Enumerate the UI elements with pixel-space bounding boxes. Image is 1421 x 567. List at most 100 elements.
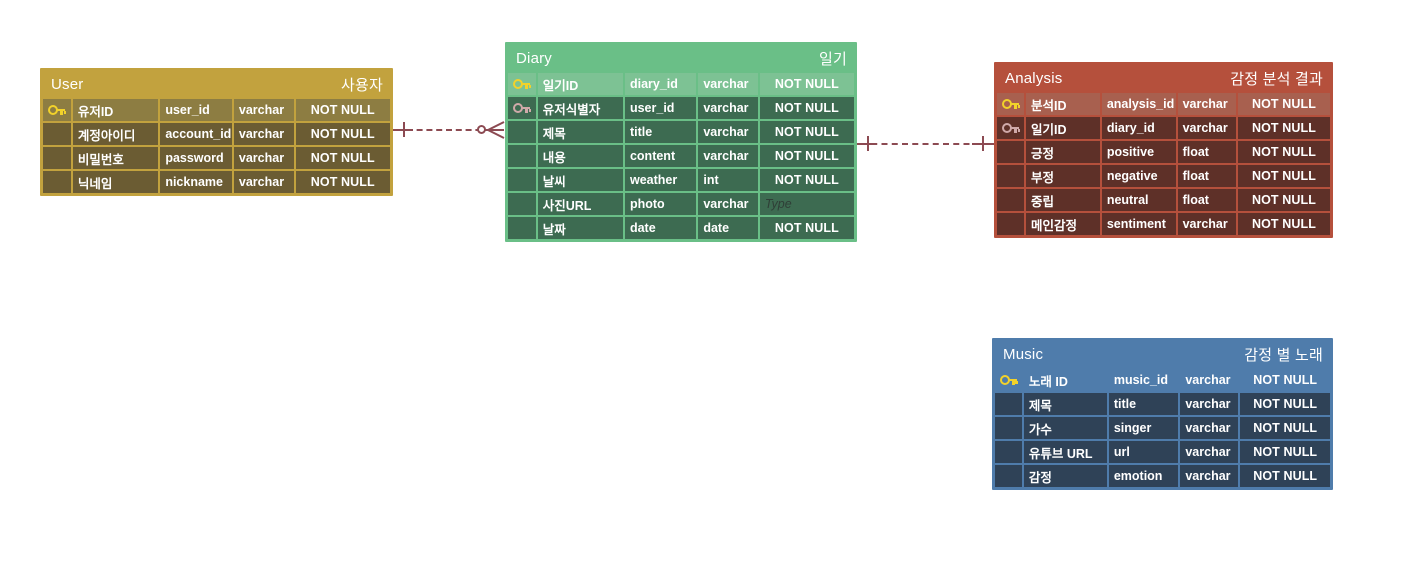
- attribute-key-cell: [997, 165, 1025, 187]
- attribute-data-type: varchar: [1180, 393, 1239, 415]
- attribute-data-type: date: [698, 217, 758, 239]
- entity-physical-name: User: [51, 75, 84, 93]
- attribute-key-cell: [508, 73, 536, 95]
- attribute-key-cell: [508, 193, 536, 215]
- attribute-logical-name: 유튜브 URL: [1023, 441, 1107, 463]
- attribute-physical-name: user_id: [160, 99, 232, 121]
- relationship-diary-analysis[interactable]: [857, 133, 994, 155]
- attribute-data-type: varchar: [1180, 369, 1239, 391]
- attribute-data-type: varchar: [698, 145, 758, 167]
- attribute-data-type: varchar: [233, 123, 294, 145]
- attribute-data-type: float: [1177, 141, 1236, 163]
- attribute-logical-name: 노래 ID: [1023, 369, 1107, 391]
- relationship-stub-left: [393, 129, 413, 131]
- entity-physical-name: Analysis: [1005, 69, 1063, 87]
- attribute-key-cell: [508, 145, 536, 167]
- attribute-physical-name: negative: [1101, 165, 1176, 187]
- attribute-nullable: NOT NULL: [1237, 117, 1331, 139]
- attribute-nullable: NOT NULL: [759, 97, 854, 119]
- attribute-key-cell: [508, 217, 536, 239]
- attribute-nullable: NOT NULL: [759, 121, 854, 143]
- attribute-data-type: varchar: [1177, 117, 1236, 139]
- attribute-logical-name: 부정: [1026, 165, 1100, 187]
- attribute-data-type: varchar: [1177, 93, 1236, 115]
- attribute-key-cell: [508, 169, 536, 191]
- attribute-physical-name: emotion: [1108, 465, 1179, 487]
- attribute-data-type: float: [1177, 165, 1236, 187]
- cardinality-one-marker-right: [982, 136, 984, 151]
- attribute-nullable: NOT NULL: [1240, 393, 1331, 415]
- attribute-key-cell: [43, 147, 71, 169]
- attribute-logical-name: 긍정: [1026, 141, 1100, 163]
- attribute-nullable: NOT NULL: [1237, 213, 1331, 235]
- attribute-logical-name: 일기ID: [537, 73, 623, 95]
- attribute-nullable: NOT NULL: [759, 169, 854, 191]
- attribute-physical-name: date: [624, 217, 697, 239]
- attribute-logical-name: 내용: [537, 145, 623, 167]
- attribute-physical-name: title: [624, 121, 697, 143]
- attribute-key-cell: [995, 441, 1022, 463]
- attribute-nullable: NOT NULL: [759, 217, 854, 239]
- attribute-data-type: varchar: [233, 147, 294, 169]
- primary-key-icon: [48, 105, 67, 115]
- entity-logical-name: 일기: [818, 50, 847, 68]
- attribute-nullable: NOT NULL: [295, 171, 391, 193]
- attribute-key-cell: [508, 121, 536, 143]
- attribute-physical-name: weather: [624, 169, 697, 191]
- attribute-data-type: varchar: [698, 97, 758, 119]
- attribute-key-cell: [43, 99, 71, 121]
- attribute-logical-name: 닉네임: [72, 171, 159, 193]
- attribute-nullable: NOT NULL: [1237, 93, 1331, 115]
- attribute-physical-name: password: [160, 147, 232, 169]
- attribute-data-type: varchar: [698, 73, 758, 95]
- attribute-physical-name: singer: [1108, 417, 1179, 439]
- attribute-logical-name: 가수: [1023, 417, 1107, 439]
- relationship-stub-left: [857, 143, 877, 145]
- relationship-user-diary[interactable]: [393, 119, 505, 141]
- attribute-logical-name: 제목: [1023, 393, 1107, 415]
- entity-logical-name: 사용자: [340, 76, 383, 94]
- attribute-logical-name: 메인감정: [1026, 213, 1100, 235]
- attribute-data-type: varchar: [233, 171, 294, 193]
- attribute-logical-name: 사진URL: [537, 193, 623, 215]
- attribute-physical-name: analysis_id: [1101, 93, 1176, 115]
- attribute-data-type: varchar: [698, 121, 758, 143]
- attribute-logical-name: 날씨: [537, 169, 623, 191]
- attribute-physical-name: title: [1108, 393, 1179, 415]
- foreign-key-icon: [513, 103, 532, 113]
- attribute-key-cell: [508, 97, 536, 119]
- attribute-logical-name: 중립: [1026, 189, 1100, 211]
